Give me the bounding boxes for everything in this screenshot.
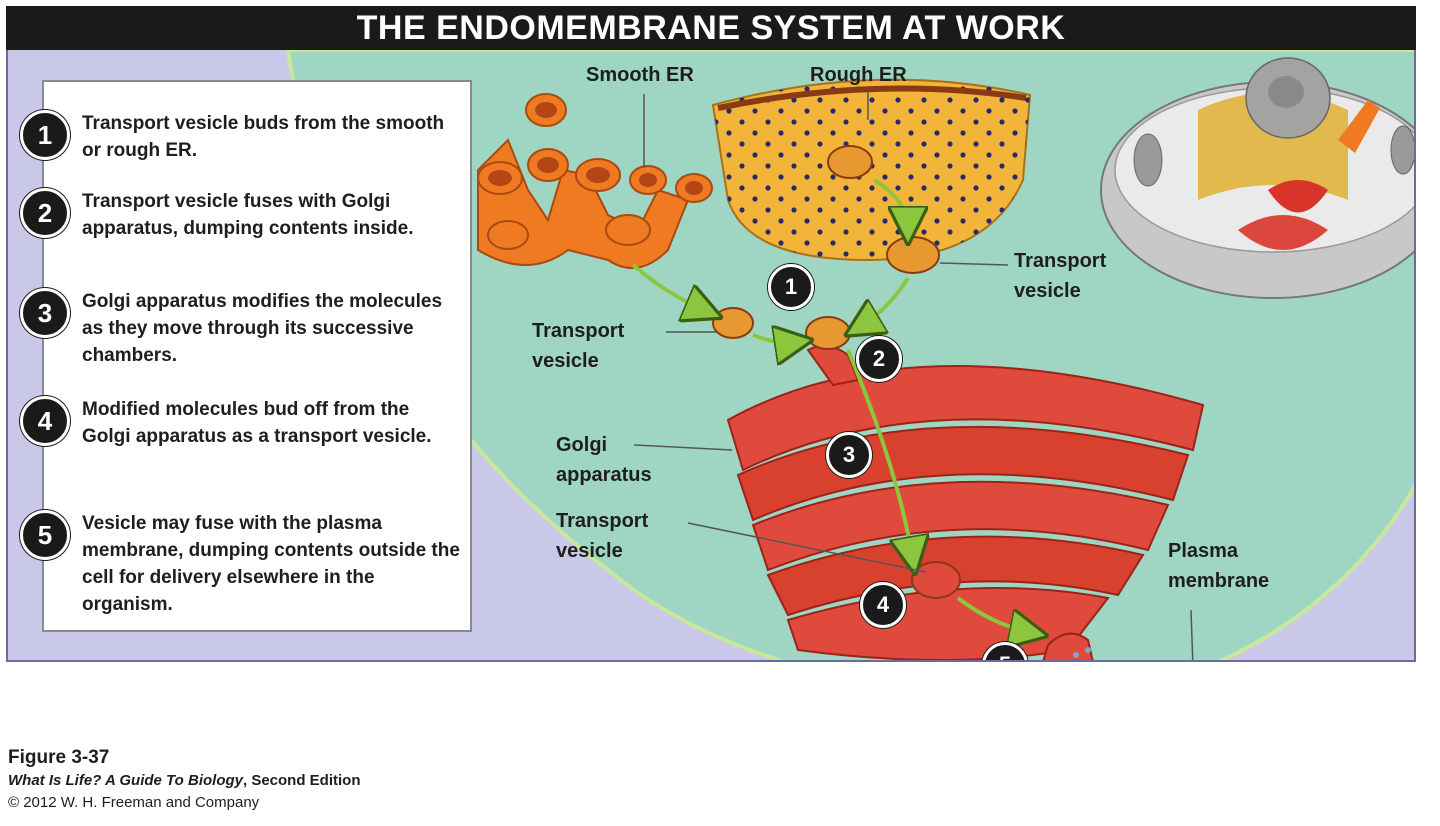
step-number-badge: 2: [20, 188, 70, 238]
step-marker-4: 4: [860, 582, 906, 628]
step-description: Transport vesicle fuses with Golgi appar…: [82, 191, 414, 239]
figure-caption: Figure 3-37 What Is Life? A Guide To Bio…: [8, 746, 361, 814]
released-molecules: [1073, 647, 1091, 658]
label-rough-er: Rough ER: [810, 64, 907, 86]
step-number-badge: 5: [20, 510, 70, 560]
step-marker-2: 2: [856, 336, 902, 382]
step-marker-3: 3: [826, 432, 872, 478]
endomembrane-illustration: [285, 50, 1414, 660]
rough-er: [711, 78, 1032, 262]
step-number-badge: 4: [20, 396, 70, 446]
leader-lines: [633, 90, 1194, 660]
figure-number: Figure 3-37: [8, 747, 110, 768]
figure-source: What Is Life? A Guide To Biology, Second…: [8, 772, 361, 789]
figure-copyright: © 2012 W. H. Freeman and Company: [8, 794, 260, 811]
steps-panel: 1 Transport vesicle buds from the smooth…: [20, 80, 472, 632]
cell-thumbnail: [1100, 57, 1414, 299]
step-description: Golgi apparatus modifies the molecules a…: [82, 291, 443, 366]
label-smooth-er: Smooth ER: [586, 64, 694, 86]
step-description: Modified molecules bud off from the Golg…: [82, 399, 432, 447]
step-description: Vesicle may fuse with the plasma membran…: [82, 513, 460, 615]
step-description: Transport vesicle buds from the smooth o…: [82, 113, 445, 161]
step-number-badge: 3: [20, 288, 70, 338]
figure-title: THE ENDOMEMBRANE SYSTEM AT WORK: [6, 6, 1416, 50]
flow-arrows: [631, 178, 1033, 633]
step-number-badge: 1: [20, 110, 70, 160]
step-marker-1: 1: [768, 264, 814, 310]
